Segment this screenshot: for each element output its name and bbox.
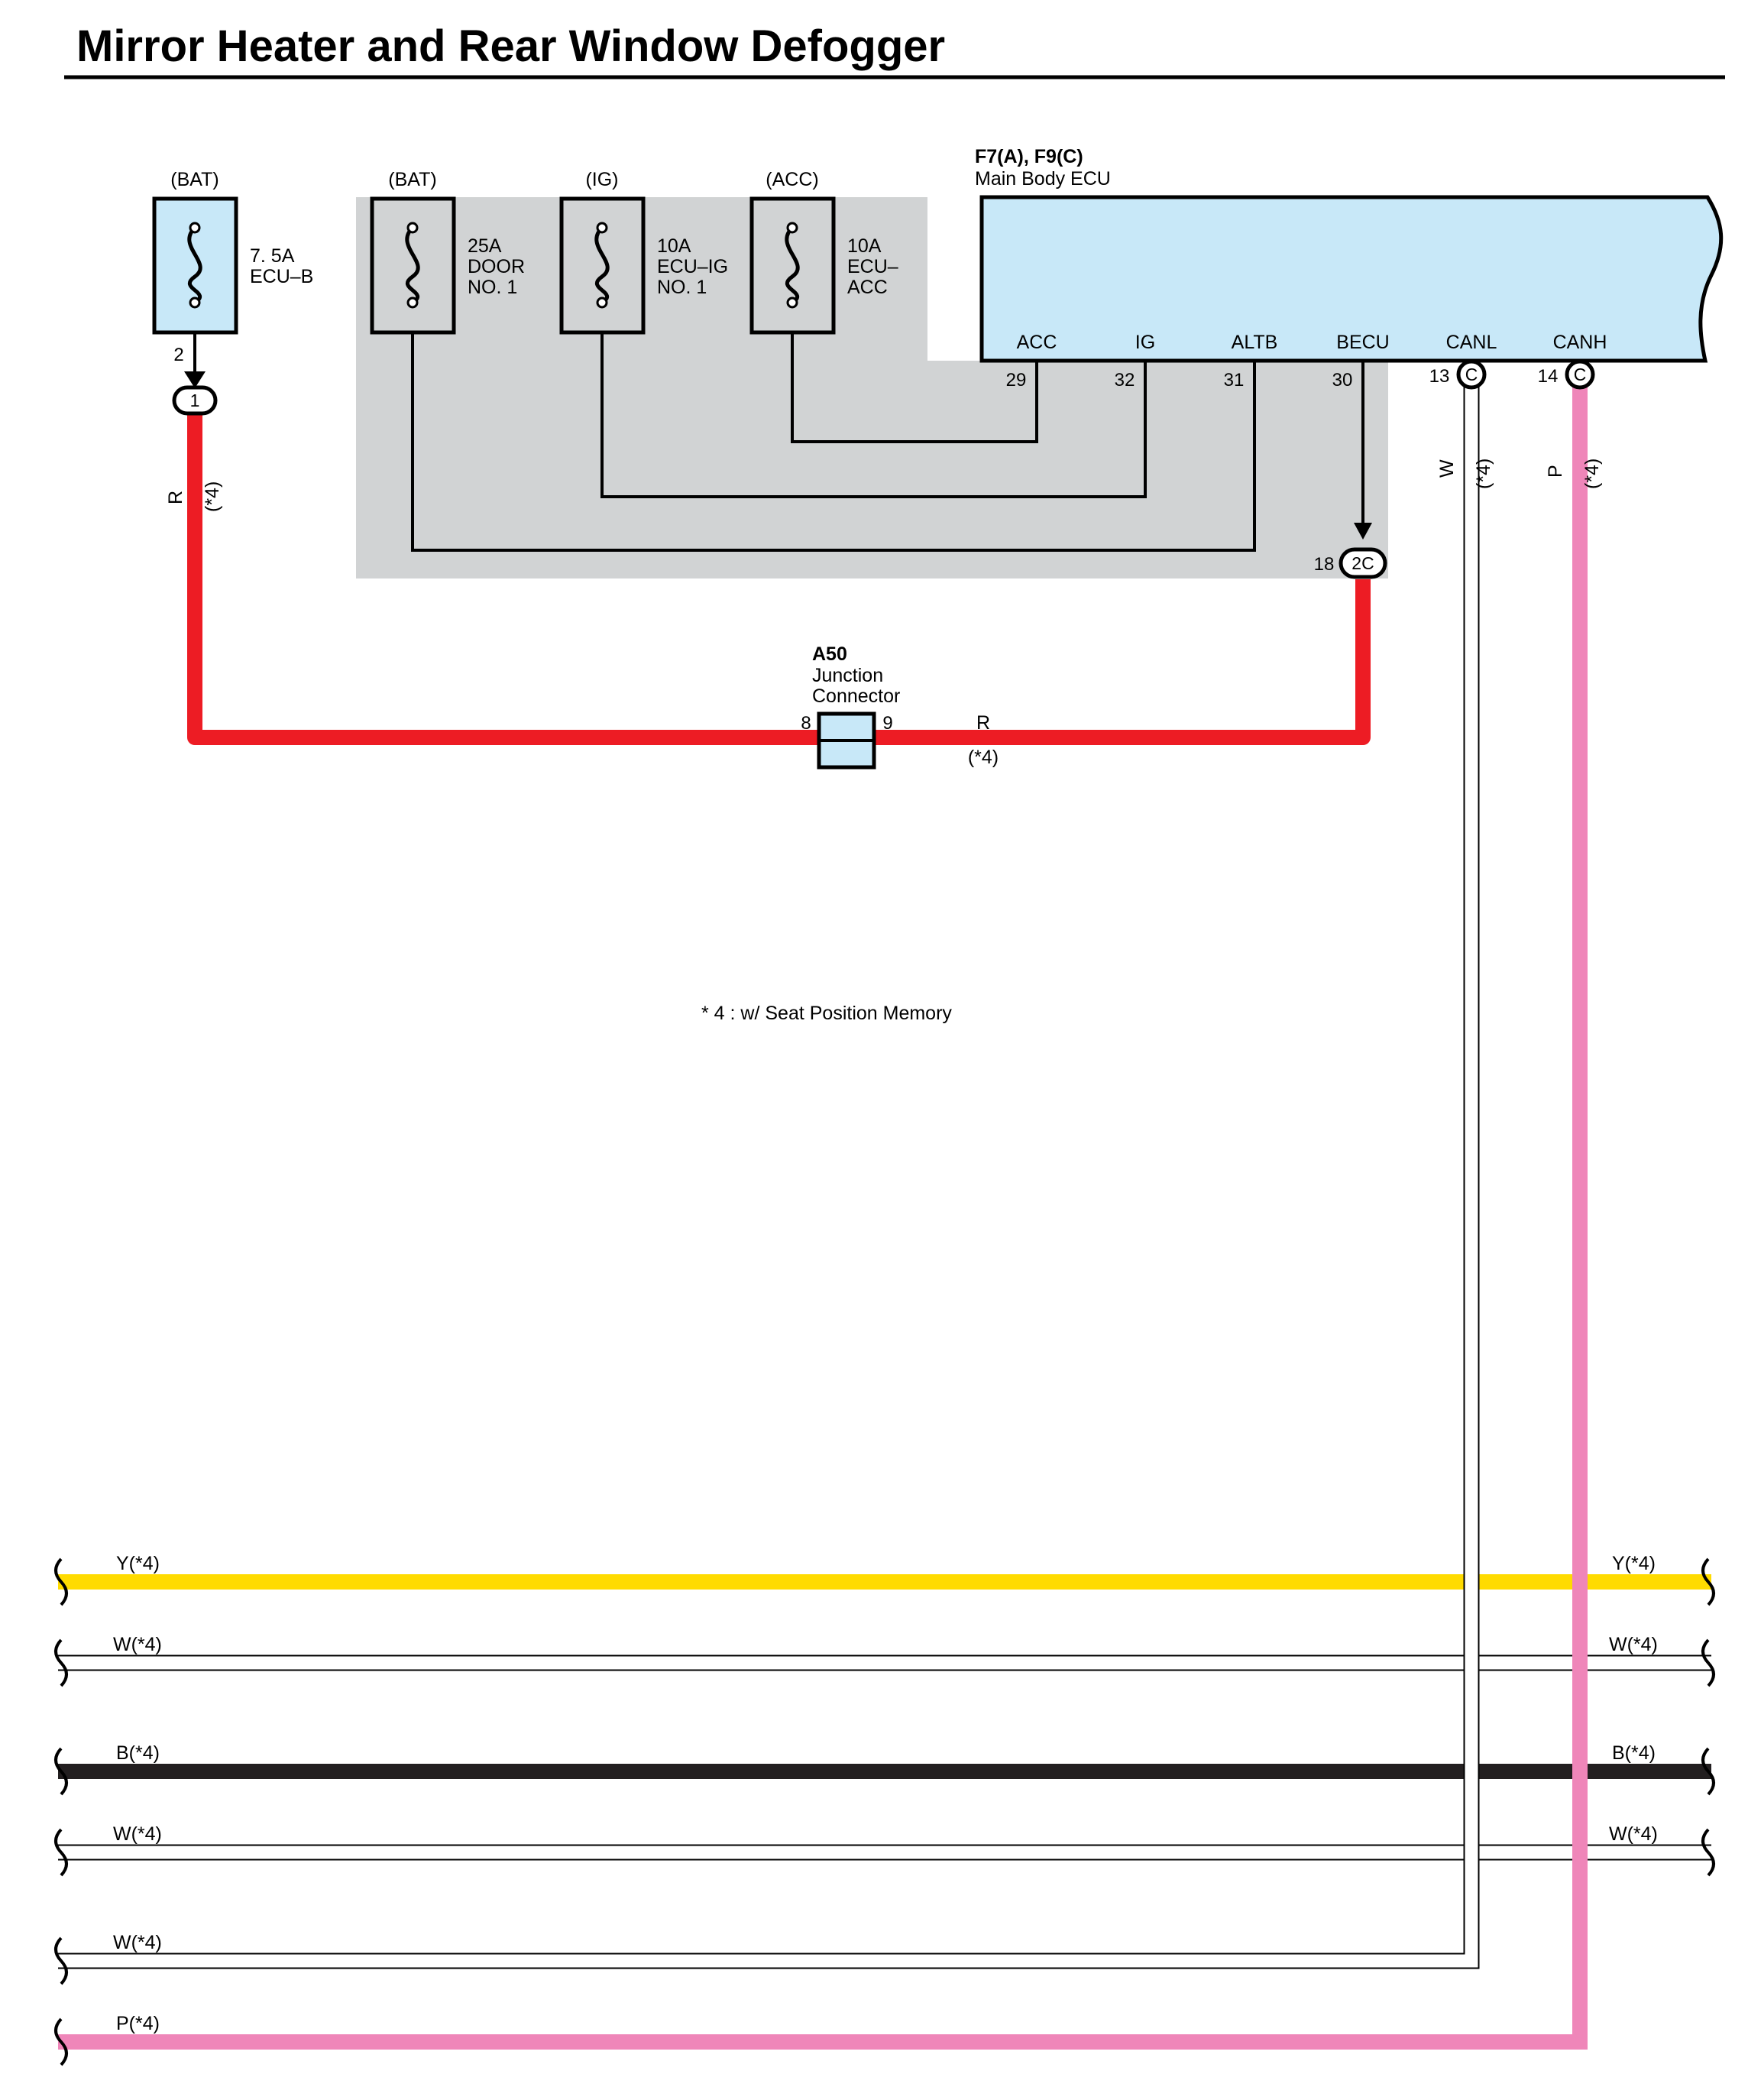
connector-c-canh xyxy=(1565,359,1595,390)
connector-label: 2C xyxy=(1351,553,1374,573)
connector-1 xyxy=(172,385,218,416)
fuse-source-label: (IG) xyxy=(585,169,618,190)
fuse-name-2: NO. 1 xyxy=(657,277,707,298)
fuse-ecu-ig-no1: (IG) 10A ECU–IG NO. 1 xyxy=(559,169,728,335)
wire-break-marks-right xyxy=(1701,1557,1715,1877)
ecu-terminal-ig: IG xyxy=(1135,332,1155,353)
can-low-wire xyxy=(58,382,1480,1969)
ecu-body xyxy=(979,195,1724,363)
fuse-rating: 25A xyxy=(468,235,502,257)
fuse-element-icon xyxy=(405,226,420,305)
wire-altb xyxy=(411,332,1256,552)
wire-ig xyxy=(600,332,1147,498)
pin-number: 30 xyxy=(1332,370,1353,391)
fuse-name: DOOR xyxy=(468,256,525,277)
ecu-name: Main Body ECU xyxy=(975,168,1111,190)
wire-note: (*4) xyxy=(202,481,223,512)
bus-label-left: W(*4) xyxy=(113,1823,162,1845)
pin-number: 9 xyxy=(882,713,892,734)
fuse-source-label: (BAT) xyxy=(388,169,436,190)
ecu-terminal-becu: BECU xyxy=(1336,332,1389,353)
wire-note: (*4) xyxy=(1581,459,1603,489)
pin-number: 31 xyxy=(1224,370,1245,391)
wire-color-label: W xyxy=(1436,459,1458,478)
connector-label: C xyxy=(1574,365,1587,384)
wire-break-marks-left xyxy=(54,1557,68,2066)
becu-arrow-icon xyxy=(1354,523,1372,540)
fuse-source-label: (ACC) xyxy=(766,169,818,190)
fuse-element-icon xyxy=(785,226,800,305)
wire-acc xyxy=(791,332,1038,443)
connector-label: 1 xyxy=(190,391,200,410)
fuse-name-2: NO. 1 xyxy=(468,277,517,298)
wire-color-label: P xyxy=(1545,465,1566,478)
red-wire xyxy=(187,413,1371,745)
fuse-element-icon xyxy=(187,226,202,305)
bus-label-left: Y(*4) xyxy=(116,1553,160,1574)
can-high-wire xyxy=(58,382,1588,2050)
pin-number: 2 xyxy=(173,345,183,365)
junction-code: A50 xyxy=(812,643,847,665)
footnote: * 4 : w/ Seat Position Memory xyxy=(701,1003,952,1024)
wire-color-label: R xyxy=(165,491,186,504)
fuse-ecu-b: (BAT) 7. 5A ECU–B xyxy=(152,169,313,335)
wire-note: (*4) xyxy=(968,747,999,768)
bus-label-left: P(*4) xyxy=(116,2013,160,2034)
junction-connector-a50: A50 Junction Connector 8 9 R (*4) xyxy=(801,643,999,770)
junction-block-area xyxy=(356,197,1388,578)
connector-2c xyxy=(1339,547,1387,579)
bus-label-right: B(*4) xyxy=(1612,1742,1656,1764)
fuse-name: ECU–B xyxy=(250,266,313,287)
fuse-name-2: ACC xyxy=(847,277,888,298)
fuse-ecu-acc: (ACC) 10A ECU– ACC xyxy=(749,169,898,335)
ecu-terminal-acc: ACC xyxy=(1017,332,1057,353)
ecu-terminal-canh: CANH xyxy=(1553,332,1607,353)
fuse1-arrow-icon xyxy=(184,371,206,388)
bus-label-right: W(*4) xyxy=(1609,1823,1658,1845)
fuse-rating: 10A xyxy=(657,235,691,257)
ecu-terminal-canl: CANL xyxy=(1446,332,1497,353)
fuse-rating: 7. 5A xyxy=(250,245,295,267)
pin-number: 8 xyxy=(801,713,811,734)
fuse-source-label: (BAT) xyxy=(170,169,218,190)
connector-label: C xyxy=(1465,365,1478,384)
connector-c-canl xyxy=(1456,359,1487,390)
page-title: Mirror Heater and Rear Window Defogger xyxy=(76,21,945,71)
fuse-door-no1: (BAT) 25A DOOR NO. 1 xyxy=(370,169,525,335)
fuse-name: ECU–IG xyxy=(657,256,728,277)
fuse-element-icon xyxy=(594,226,610,305)
pin-number: 14 xyxy=(1538,366,1559,387)
pin-number: 32 xyxy=(1115,370,1135,391)
pin-number: 18 xyxy=(1314,554,1335,575)
pin-number: 29 xyxy=(1006,370,1027,391)
bus-label-right: Y(*4) xyxy=(1612,1553,1656,1574)
bus-label-left: B(*4) xyxy=(116,1742,160,1764)
fuse-body xyxy=(152,196,238,335)
main-body-ecu: F7(A), F9(C) Main Body ECU ACC IG ALTB B… xyxy=(975,146,1724,363)
fuse-rating: 10A xyxy=(847,235,882,257)
ecu-code: F7(A), F9(C) xyxy=(975,146,1083,167)
junction-name-1: Junction xyxy=(812,665,883,686)
junction-name-2: Connector xyxy=(812,685,900,707)
bus-label-left: W(*4) xyxy=(113,1634,162,1655)
bus-label-left: W(*4) xyxy=(113,1932,162,1953)
pin-number: 13 xyxy=(1429,366,1450,387)
ecu-terminal-altb: ALTB xyxy=(1232,332,1278,353)
wire-note: (*4) xyxy=(1473,459,1494,489)
bus-label-right: W(*4) xyxy=(1609,1634,1658,1655)
fuse-name: ECU– xyxy=(847,256,898,277)
wire-color-label: R xyxy=(976,712,990,734)
